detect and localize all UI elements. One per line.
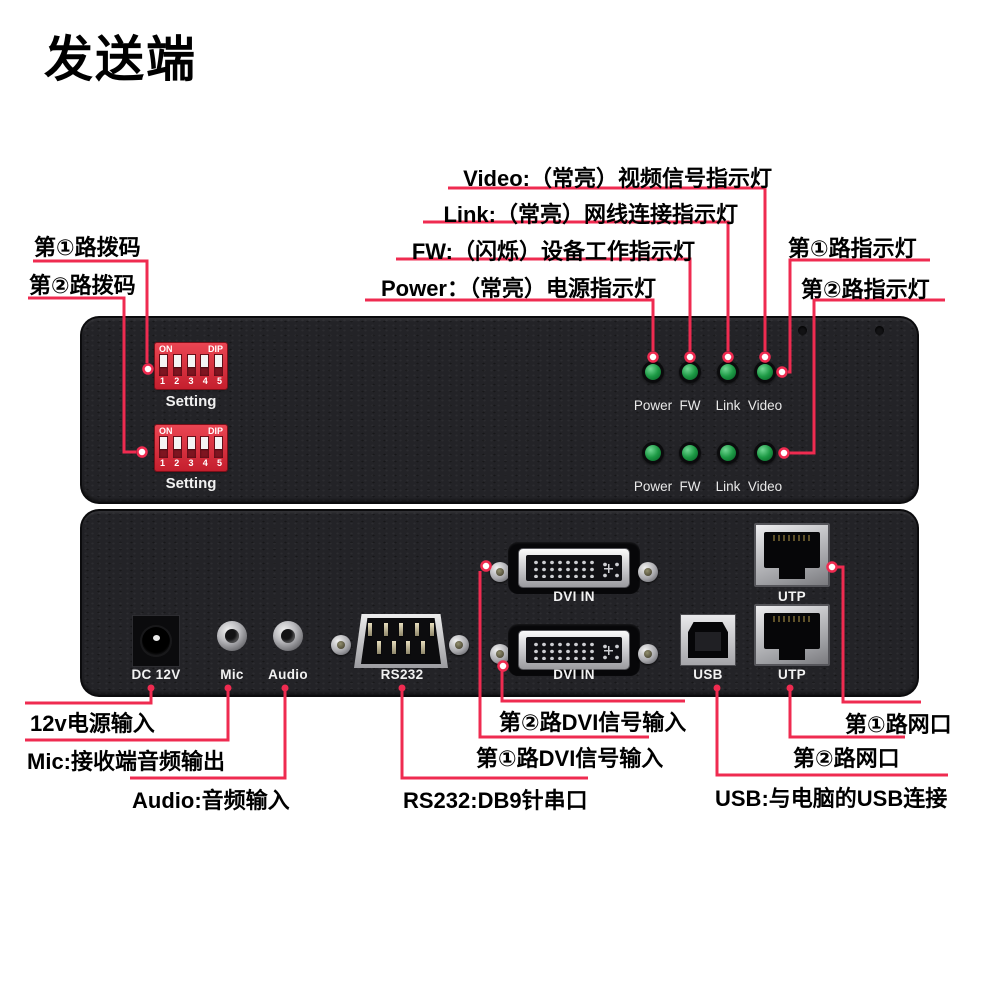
- dip-switch: [159, 354, 168, 376]
- dip-num: 1: [160, 458, 166, 468]
- utp2-label: UTP: [778, 667, 806, 682]
- audio-label: Audio: [268, 667, 308, 682]
- dip-switch: [200, 354, 210, 376]
- callout-video: Video:（常亮）视频信号指示灯: [463, 166, 772, 191]
- callout-led2: 第②路指示灯: [801, 277, 930, 302]
- dip-switch: [186, 436, 196, 458]
- dip-num: 4: [202, 376, 208, 386]
- callout-link: Link:（常亮）网线连接指示灯: [443, 202, 738, 227]
- dip-num: 2: [174, 458, 180, 468]
- rs232-screw-left: [331, 635, 351, 655]
- mic-jack: [217, 621, 247, 651]
- rs232-screw-right: [449, 635, 469, 655]
- audio-jack: [273, 621, 303, 651]
- dvi1-screw-left: [490, 562, 510, 582]
- dip-dip-label: DIP: [207, 426, 223, 436]
- dvi2-screw-left: [490, 644, 510, 664]
- dip-switch: [172, 354, 182, 376]
- led-label-fw-2: FW: [679, 479, 701, 494]
- callout-rs232: RS232:DB9针串口: [403, 788, 588, 813]
- led-power-1: [642, 361, 664, 383]
- dip-num: 1: [160, 376, 166, 386]
- led-label-link-2: Link: [715, 479, 741, 494]
- callout-dip1: 第①路拨码: [34, 235, 141, 260]
- callout-net2: 第②路网口: [793, 746, 900, 771]
- dvi2-label: DVI IN: [553, 667, 595, 682]
- led-video-1: [754, 361, 776, 383]
- led-label-fw-1: FW: [679, 398, 701, 413]
- callout-audio: Audio:音频输入: [132, 788, 290, 813]
- led-fw-2: [679, 442, 701, 464]
- dvi1-screw-right: [638, 562, 658, 582]
- dip-on-label: ON: [159, 344, 173, 354]
- mic-label: Mic: [220, 667, 244, 682]
- dc-power-jack: [132, 615, 180, 667]
- led-label-power-1: Power: [633, 398, 673, 413]
- setting-label-2: Setting: [165, 475, 217, 492]
- dip-dip-label: DIP: [207, 344, 223, 354]
- callout-dvi2: 第②路DVI信号输入: [499, 710, 687, 735]
- rear-panel: DC 12V Mic Audio RS232 DVI IN: [82, 511, 917, 695]
- callout-dip2: 第②路拨码: [29, 273, 136, 298]
- callout-fw: FW:（闪烁）设备工作指示灯: [411, 239, 695, 264]
- dip-switch: [172, 436, 182, 458]
- usb-port: [680, 614, 736, 666]
- dip-switch: [186, 354, 196, 376]
- led-fw-1: [679, 361, 701, 383]
- screw-hole: [875, 326, 884, 335]
- led-label-video-2: Video: [747, 479, 783, 494]
- led-label-power-2: Power: [633, 479, 673, 494]
- screw-hole: [798, 326, 807, 335]
- dip-switch: [159, 436, 168, 458]
- page-title: 发送端: [44, 33, 198, 87]
- dvi-port-1: [508, 542, 640, 594]
- led-link-1: [717, 361, 739, 383]
- dvi2-screw-right: [638, 644, 658, 664]
- callout-mic: Mic:接收端音频输出: [27, 749, 226, 774]
- led-link-2: [717, 442, 739, 464]
- dip-num: 5: [216, 376, 222, 386]
- rs232-label: RS232: [380, 667, 424, 682]
- dip-num: 5: [216, 458, 222, 468]
- utp-port-2: [754, 604, 830, 666]
- dip-switch: [214, 354, 223, 376]
- dc-label: DC 12V: [131, 667, 181, 682]
- callout-power: Power：（常亮）电源指示灯: [380, 276, 656, 301]
- dip-switch: [200, 436, 210, 458]
- dip-on-label: ON: [159, 426, 173, 436]
- dip-num: 2: [174, 376, 180, 386]
- dip-num: 4: [202, 458, 208, 468]
- dip-num: 3: [188, 376, 194, 386]
- usb-label: USB: [693, 667, 723, 682]
- dip-num: 3: [188, 458, 194, 468]
- callout-12v: 12v电源输入: [30, 711, 155, 736]
- dip-switch: [214, 436, 223, 458]
- led-label-link-1: Link: [715, 398, 741, 413]
- dvi1-label: DVI IN: [553, 589, 595, 604]
- utp-port-1: [754, 523, 830, 587]
- callout-dvi1: 第①路DVI信号输入: [476, 746, 664, 771]
- led-power-2: [642, 442, 664, 464]
- setting-label-1: Setting: [165, 393, 217, 410]
- led-label-video-1: Video: [747, 398, 783, 413]
- callout-led1: 第①路指示灯: [788, 236, 917, 261]
- callout-usb: USB:与电脑的USB连接: [715, 786, 948, 811]
- led-video-2: [754, 442, 776, 464]
- callout-net1: 第①路网口: [845, 712, 952, 737]
- rs232-port: [354, 614, 448, 668]
- utp1-label: UTP: [778, 589, 806, 604]
